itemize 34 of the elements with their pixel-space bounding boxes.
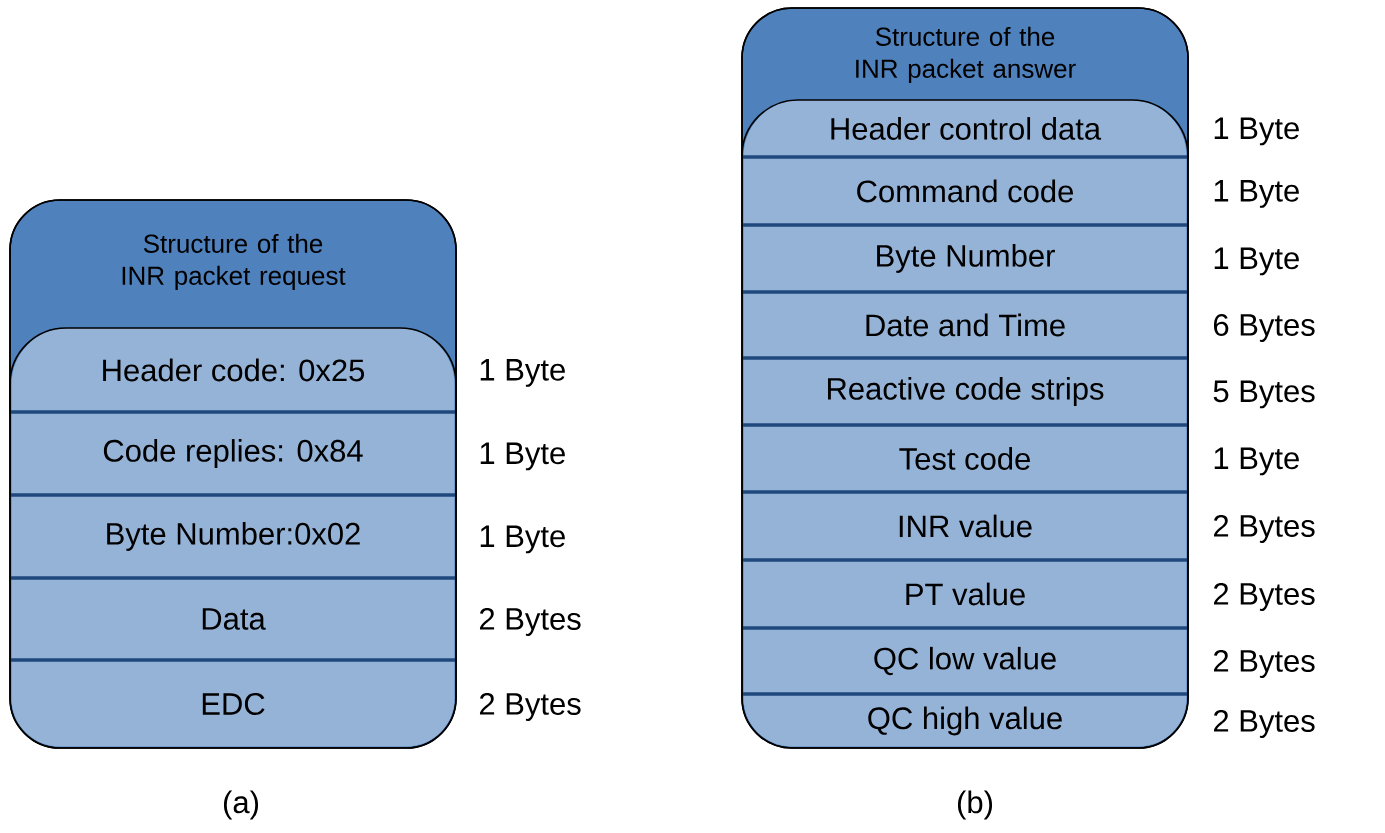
size-label: 6 Bytes: [1214, 313, 1315, 343]
size-label: 1 Byte: [1214, 180, 1299, 208]
panel-label: (b): [958, 790, 993, 820]
field-row: Byte Number: [743, 225, 1187, 292]
field-row: Data: [11, 578, 455, 660]
size-label: 2 Bytes: [1214, 582, 1315, 612]
field-row: EDC: [11, 660, 455, 747]
field-row: Header control data: [741, 99, 1189, 158]
field-row: Date and Time: [743, 292, 1187, 358]
field-row: QC low value: [743, 628, 1187, 694]
size-label: 2 Bytes: [480, 607, 581, 637]
size-label: 1 Byte: [480, 525, 565, 554]
field-row: Test code: [743, 425, 1187, 492]
size-label: 1 Byte: [1214, 247, 1299, 276]
size-label: 2 Bytes: [1214, 709, 1315, 739]
size-label: 5 Bytes: [1213, 380, 1315, 409]
size-label: 2 Bytes: [1214, 514, 1315, 544]
field-row: QC high value: [743, 694, 1187, 747]
size-label: 1 Byte: [1214, 117, 1299, 146]
size-label: 1 Byte: [1214, 447, 1299, 476]
field-row: Reactive code strips: [743, 358, 1187, 425]
field-row: Command code: [743, 157, 1187, 225]
box-heading: Structure of the INR packet answer: [856, 26, 1076, 84]
field-row: Header code: 0x25: [9, 327, 457, 413]
field-row: Byte Number:0x02: [11, 495, 455, 578]
field-row: PT value: [743, 560, 1187, 628]
size-label: 1 Byte: [480, 442, 565, 471]
box-heading: Structure of the INR packet request: [122, 233, 346, 291]
size-label: 2 Bytes: [1214, 649, 1315, 679]
panel-label: (a): [224, 790, 259, 820]
field-row: Code replies: 0x84: [11, 412, 455, 495]
size-label: 2 Bytes: [480, 692, 581, 722]
field-row: INR value: [743, 492, 1187, 560]
size-label: 1 Byte: [480, 359, 565, 387]
